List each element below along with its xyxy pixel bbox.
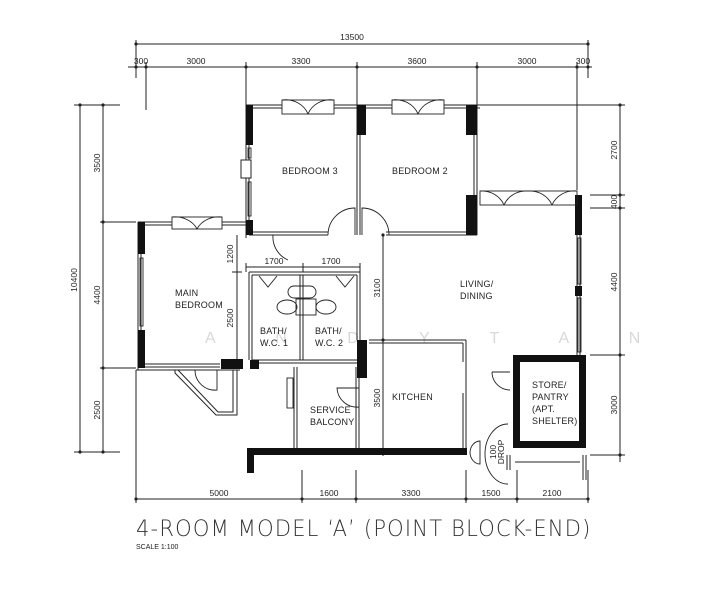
plan-title: 4-ROOM MODEL ‘A’ (POINT BLOCK-END) bbox=[136, 516, 592, 542]
label-bath2-1: BATH/ bbox=[315, 326, 342, 336]
label-living-1: LIVING/ bbox=[460, 279, 494, 289]
dim-left-0: 3500 bbox=[92, 153, 102, 172]
dim-top-1: 3000 bbox=[187, 56, 206, 66]
label-service-2: BALCONY bbox=[310, 417, 354, 427]
dim-bath-height: 2500 bbox=[225, 308, 235, 327]
dim-main-bed-upper: 1200 bbox=[225, 244, 235, 263]
dim-right-1: 400 bbox=[609, 195, 619, 209]
label-main-bedroom-2: BEDROOM bbox=[175, 300, 223, 310]
dim-left-1: 4400 bbox=[92, 285, 102, 304]
dim-bath1-width: 1700 bbox=[265, 256, 284, 266]
dimension-lines bbox=[74, 40, 625, 503]
dim-bottom-0: 5000 bbox=[210, 488, 229, 498]
dim-top-5: 300 bbox=[576, 56, 590, 66]
label-bath1-2: W.C. 1 bbox=[260, 338, 288, 348]
dim-bath2-width: 1700 bbox=[322, 256, 341, 266]
label-drop-1: 100 bbox=[488, 445, 498, 459]
label-living-2: DINING bbox=[460, 291, 493, 301]
label-store-4: SHELTER) bbox=[532, 416, 577, 426]
watermark: A N D Y T A N bbox=[205, 330, 668, 347]
label-main-bedroom-1: MAIN bbox=[175, 288, 198, 298]
dim-right-0: 2700 bbox=[609, 140, 619, 159]
dim-top-2: 3300 bbox=[292, 56, 311, 66]
dim-bottom-4: 2100 bbox=[543, 488, 562, 498]
label-bath2-2: W.C. 2 bbox=[315, 338, 343, 348]
dim-bottom-1: 1600 bbox=[320, 488, 339, 498]
label-bedroom2: BEDROOM 2 bbox=[392, 166, 448, 176]
label-store-1: STORE/ bbox=[532, 380, 567, 390]
label-kitchen: KITCHEN bbox=[392, 392, 433, 402]
dim-bottom-3: 1500 bbox=[482, 488, 501, 498]
label-store-3: (APT. bbox=[532, 404, 555, 414]
label-store-2: PANTRY bbox=[532, 392, 569, 402]
dim-living-depth: 3100 bbox=[372, 278, 382, 297]
label-bath1-1: BATH/ bbox=[260, 326, 287, 336]
structural-walls bbox=[138, 105, 586, 473]
label-bedroom3: BEDROOM 3 bbox=[282, 166, 338, 176]
dim-left-overall: 10400 bbox=[69, 268, 79, 292]
doors-windows bbox=[139, 99, 582, 485]
store-interior bbox=[520, 362, 579, 441]
dim-top-3: 3600 bbox=[408, 56, 427, 66]
dim-top-4: 3000 bbox=[518, 56, 537, 66]
dimension-ticks bbox=[78, 42, 622, 501]
dim-kitchen-depth: 3500 bbox=[372, 388, 382, 407]
label-service-1: SERVICE bbox=[310, 405, 351, 415]
dim-right-3: 3000 bbox=[609, 395, 619, 414]
dim-left-2: 2500 bbox=[92, 400, 102, 419]
plan-scale: SCALE 1:100 bbox=[136, 544, 179, 551]
dim-bottom-2: 3300 bbox=[402, 488, 421, 498]
dim-top-overall: 13500 bbox=[340, 32, 364, 42]
dim-right-2: 4400 bbox=[609, 272, 619, 291]
dim-top-0: 300 bbox=[134, 56, 148, 66]
label-drop-2: DROP bbox=[496, 439, 506, 464]
